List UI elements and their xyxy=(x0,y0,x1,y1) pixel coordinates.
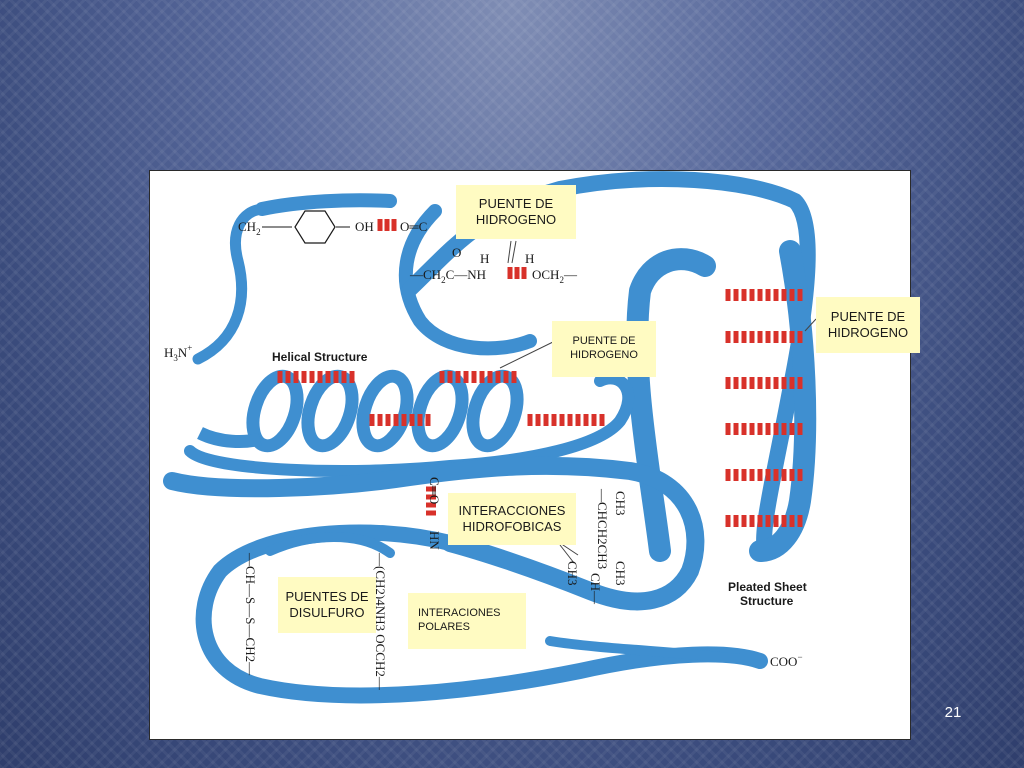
disulfide-chain-text: —CH—S—S—CH2— xyxy=(243,552,258,676)
mid-co-text: C═O xyxy=(427,477,442,504)
pointer-hydrophobic xyxy=(559,542,579,564)
pleated-sheet-label-line1: Pleated Sheet xyxy=(728,580,807,594)
backbone-o-text: O xyxy=(452,245,461,260)
hbond-helix-1 xyxy=(277,371,355,383)
hbond-sheet-2 xyxy=(725,331,803,343)
hbond-helix-2 xyxy=(439,371,517,383)
protein-structure-figure: CH2 OH O═C O H H —CH2C—NH OCH2— H3N+ COO… xyxy=(149,170,920,740)
ribbon-lower-band xyxy=(163,456,705,611)
hydrophobic-ch-text: CH— xyxy=(588,573,603,605)
tyr-ch2-text: CH2 xyxy=(238,219,261,237)
callout-disulfide: PUENTES DE DISULFURO xyxy=(278,577,376,633)
ribbon-c-terminal-segment xyxy=(265,532,745,664)
backbone-right-text: OCH2— xyxy=(532,267,578,285)
c-terminus-text: COO− xyxy=(770,652,803,669)
protein-diagram: CH2 OH O═C O H H —CH2C—NH OCH2— H3N+ COO… xyxy=(163,171,817,704)
hbond-sheet-4 xyxy=(725,423,803,435)
hydrophobic-ch3-top-text: CH3 xyxy=(613,491,628,516)
helical-structure-label: Helical Structure xyxy=(272,350,368,364)
callout-pointers xyxy=(499,240,817,564)
n-terminus-text: H3N+ xyxy=(164,343,192,363)
ribbon-bottom-loop xyxy=(195,524,768,704)
hbond-helix-4 xyxy=(527,414,605,426)
helix-turn xyxy=(356,369,414,453)
hbond-sheet-6 xyxy=(725,515,803,527)
mid-hn-text: HN xyxy=(427,531,442,550)
hbond-sheet-3 xyxy=(725,377,803,389)
hbond-sheet-1 xyxy=(725,289,803,301)
hydrophobic-chain-text: —CHCH2CH3 xyxy=(595,488,610,569)
pointer-right xyxy=(804,318,817,332)
hydrogen-bonds xyxy=(277,219,803,527)
helix-turn xyxy=(301,369,359,453)
pleated-sheet-label-line2: Structure xyxy=(740,594,794,608)
hbond-helix-3 xyxy=(369,414,431,426)
callout-hydrophobic: INTERACCIONES HIDROFOBICAS xyxy=(448,493,576,545)
callout-hbond-right: PUENTE DE HIDROGENO xyxy=(816,297,920,353)
hbond-mid xyxy=(426,486,436,516)
tyr-benzene-ring xyxy=(294,210,336,244)
hydrophobic-ch3-a-text: CH3 xyxy=(565,561,580,586)
hbond-top xyxy=(377,219,397,231)
pointer-helix xyxy=(499,340,556,369)
hbond-sheet-5 xyxy=(725,469,803,481)
ribbon-n-terminal-segment xyxy=(192,203,268,365)
tyr-oh-text: OH xyxy=(355,219,374,234)
hbond-backbone xyxy=(507,267,527,279)
callout-hbond-helix: PUENTE DE HIDROGENO xyxy=(552,321,656,377)
ribbon-top-loop xyxy=(255,193,537,356)
hydrophobic-ch3-b-text: CH3 xyxy=(613,561,628,586)
polar-chain-text: —(CH2)4NH3 OCCH2— xyxy=(373,552,388,691)
helix-lead-in xyxy=(197,427,262,448)
ribbon-sheet-strand-right xyxy=(749,240,817,562)
callout-polar: INTERACIONES POLARES xyxy=(408,593,526,649)
backbone-left-text: —CH2C—NH xyxy=(409,267,486,285)
backbone-h2-text: H xyxy=(525,251,534,266)
backbone-h1-text: H xyxy=(480,251,489,266)
callout-hbond-top: PUENTE DE HIDROGENO xyxy=(456,185,576,239)
pointer-top xyxy=(507,240,517,264)
carbonyl-text: O═C xyxy=(400,219,427,234)
slide-number: 21 xyxy=(944,704,962,721)
